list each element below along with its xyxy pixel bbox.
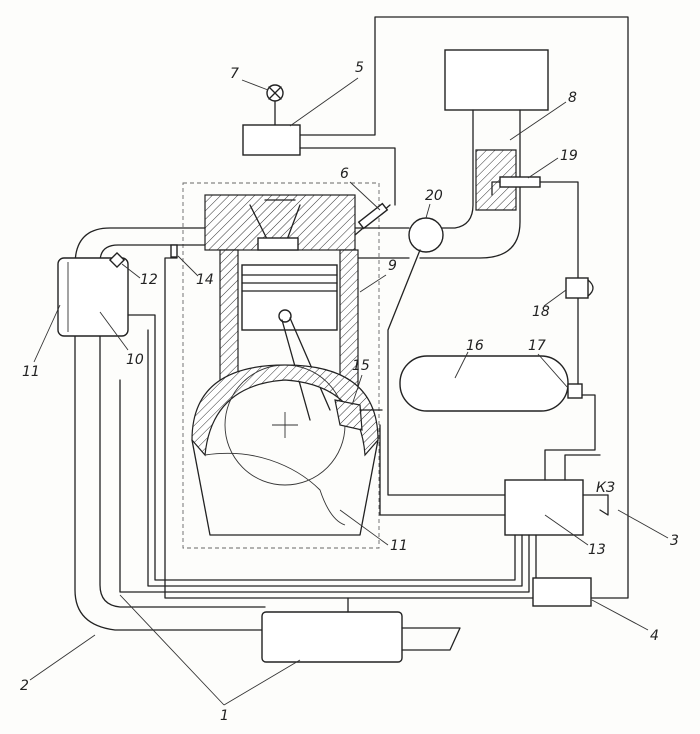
muffler-1 [261, 611, 403, 663]
wire-17-ecu [544, 394, 596, 481]
sensor-15 [334, 399, 363, 431]
crankcase-lower [191, 439, 379, 536]
leader-3 [617, 509, 669, 539]
label-3: 3 [670, 533, 679, 549]
label-16: 16 [466, 338, 484, 354]
leader-17 [537, 353, 569, 389]
leader-11a [33, 304, 61, 363]
label-1: 1 [220, 708, 229, 724]
bus-wires [127, 314, 516, 581]
label-14: 14 [196, 272, 214, 288]
sensor-14 [170, 244, 178, 258]
leader-8 [509, 101, 567, 141]
label-7: 7 [230, 66, 239, 82]
leader-18 [543, 289, 567, 307]
intake-pipe [354, 227, 410, 259]
piston-rings [241, 274, 338, 292]
wire-top [299, 16, 629, 599]
label-6: 6 [340, 166, 349, 182]
leader-16 [454, 351, 469, 379]
exhaust-pipe-inner [99, 244, 266, 608]
lamp-7-x [268, 86, 282, 100]
leader-4 [591, 599, 649, 631]
air-filter-box [444, 49, 549, 111]
label-19: 19 [560, 148, 578, 164]
leader-20 [425, 203, 431, 219]
leader-14 [177, 255, 199, 277]
oil-level [204, 452, 346, 526]
bus-wire-5 [379, 424, 506, 516]
regulator-18 [565, 277, 589, 299]
intake-duct [434, 109, 474, 229]
label-5: 5 [355, 60, 364, 76]
engine-boundary [182, 182, 380, 549]
wire-19-18 [539, 181, 579, 279]
label-4: 4 [650, 628, 659, 644]
tank-16 [399, 355, 569, 412]
manifold-10 [57, 257, 129, 337]
label-17: 17 [528, 338, 546, 354]
label-18: 18 [532, 304, 550, 320]
label-kz: КЗ [596, 480, 615, 496]
sensor-19-probe [491, 181, 501, 196]
tailpipe [401, 627, 461, 651]
piston-pin [278, 309, 292, 323]
leader-13 [544, 514, 589, 546]
label-20: 20 [425, 188, 443, 204]
module-5 [242, 124, 301, 156]
exhaust-pipe [74, 227, 266, 631]
sensor-12 [108, 251, 126, 269]
label-12: 12 [140, 272, 158, 288]
bus-wire-2 [147, 329, 523, 587]
leader-5 [289, 77, 359, 127]
kz-switch [599, 494, 609, 516]
leader-19 [527, 157, 559, 179]
leader-12 [121, 263, 141, 279]
label-9: 9 [388, 258, 397, 274]
injector-6-body [357, 202, 389, 230]
leader-11b [339, 509, 389, 546]
leader-6 [349, 181, 381, 211]
regulator-18-cap [587, 279, 594, 297]
box-4 [532, 577, 592, 607]
label-2: 2 [20, 678, 29, 694]
label-10: 10 [126, 352, 144, 368]
leader-2 [29, 634, 96, 681]
label-11a: 11 [22, 364, 40, 380]
bus-wire-3 [119, 379, 530, 593]
wire-5-6 [299, 147, 396, 206]
throttle-20 [408, 217, 444, 253]
head-chamber [257, 237, 299, 251]
leader-15 [351, 374, 363, 406]
label-13: 13 [588, 542, 606, 558]
leader-1 [119, 594, 301, 706]
leader-7 [241, 79, 269, 91]
sensor-19 [499, 176, 541, 188]
bus-wire-4 [164, 257, 537, 599]
valve-17 [567, 383, 583, 399]
label-8: 8 [568, 90, 577, 106]
label-15: 15 [352, 358, 370, 374]
leader-10 [99, 311, 129, 351]
label-11b: 11 [390, 538, 408, 554]
ecu-13 [504, 479, 584, 536]
throttle-link [387, 249, 506, 496]
intake-duct-outer [419, 109, 521, 259]
leader-9 [359, 274, 387, 293]
intake-duct-hatch [475, 149, 517, 211]
wire-ecu-top [564, 454, 601, 481]
crank-center [272, 412, 298, 438]
